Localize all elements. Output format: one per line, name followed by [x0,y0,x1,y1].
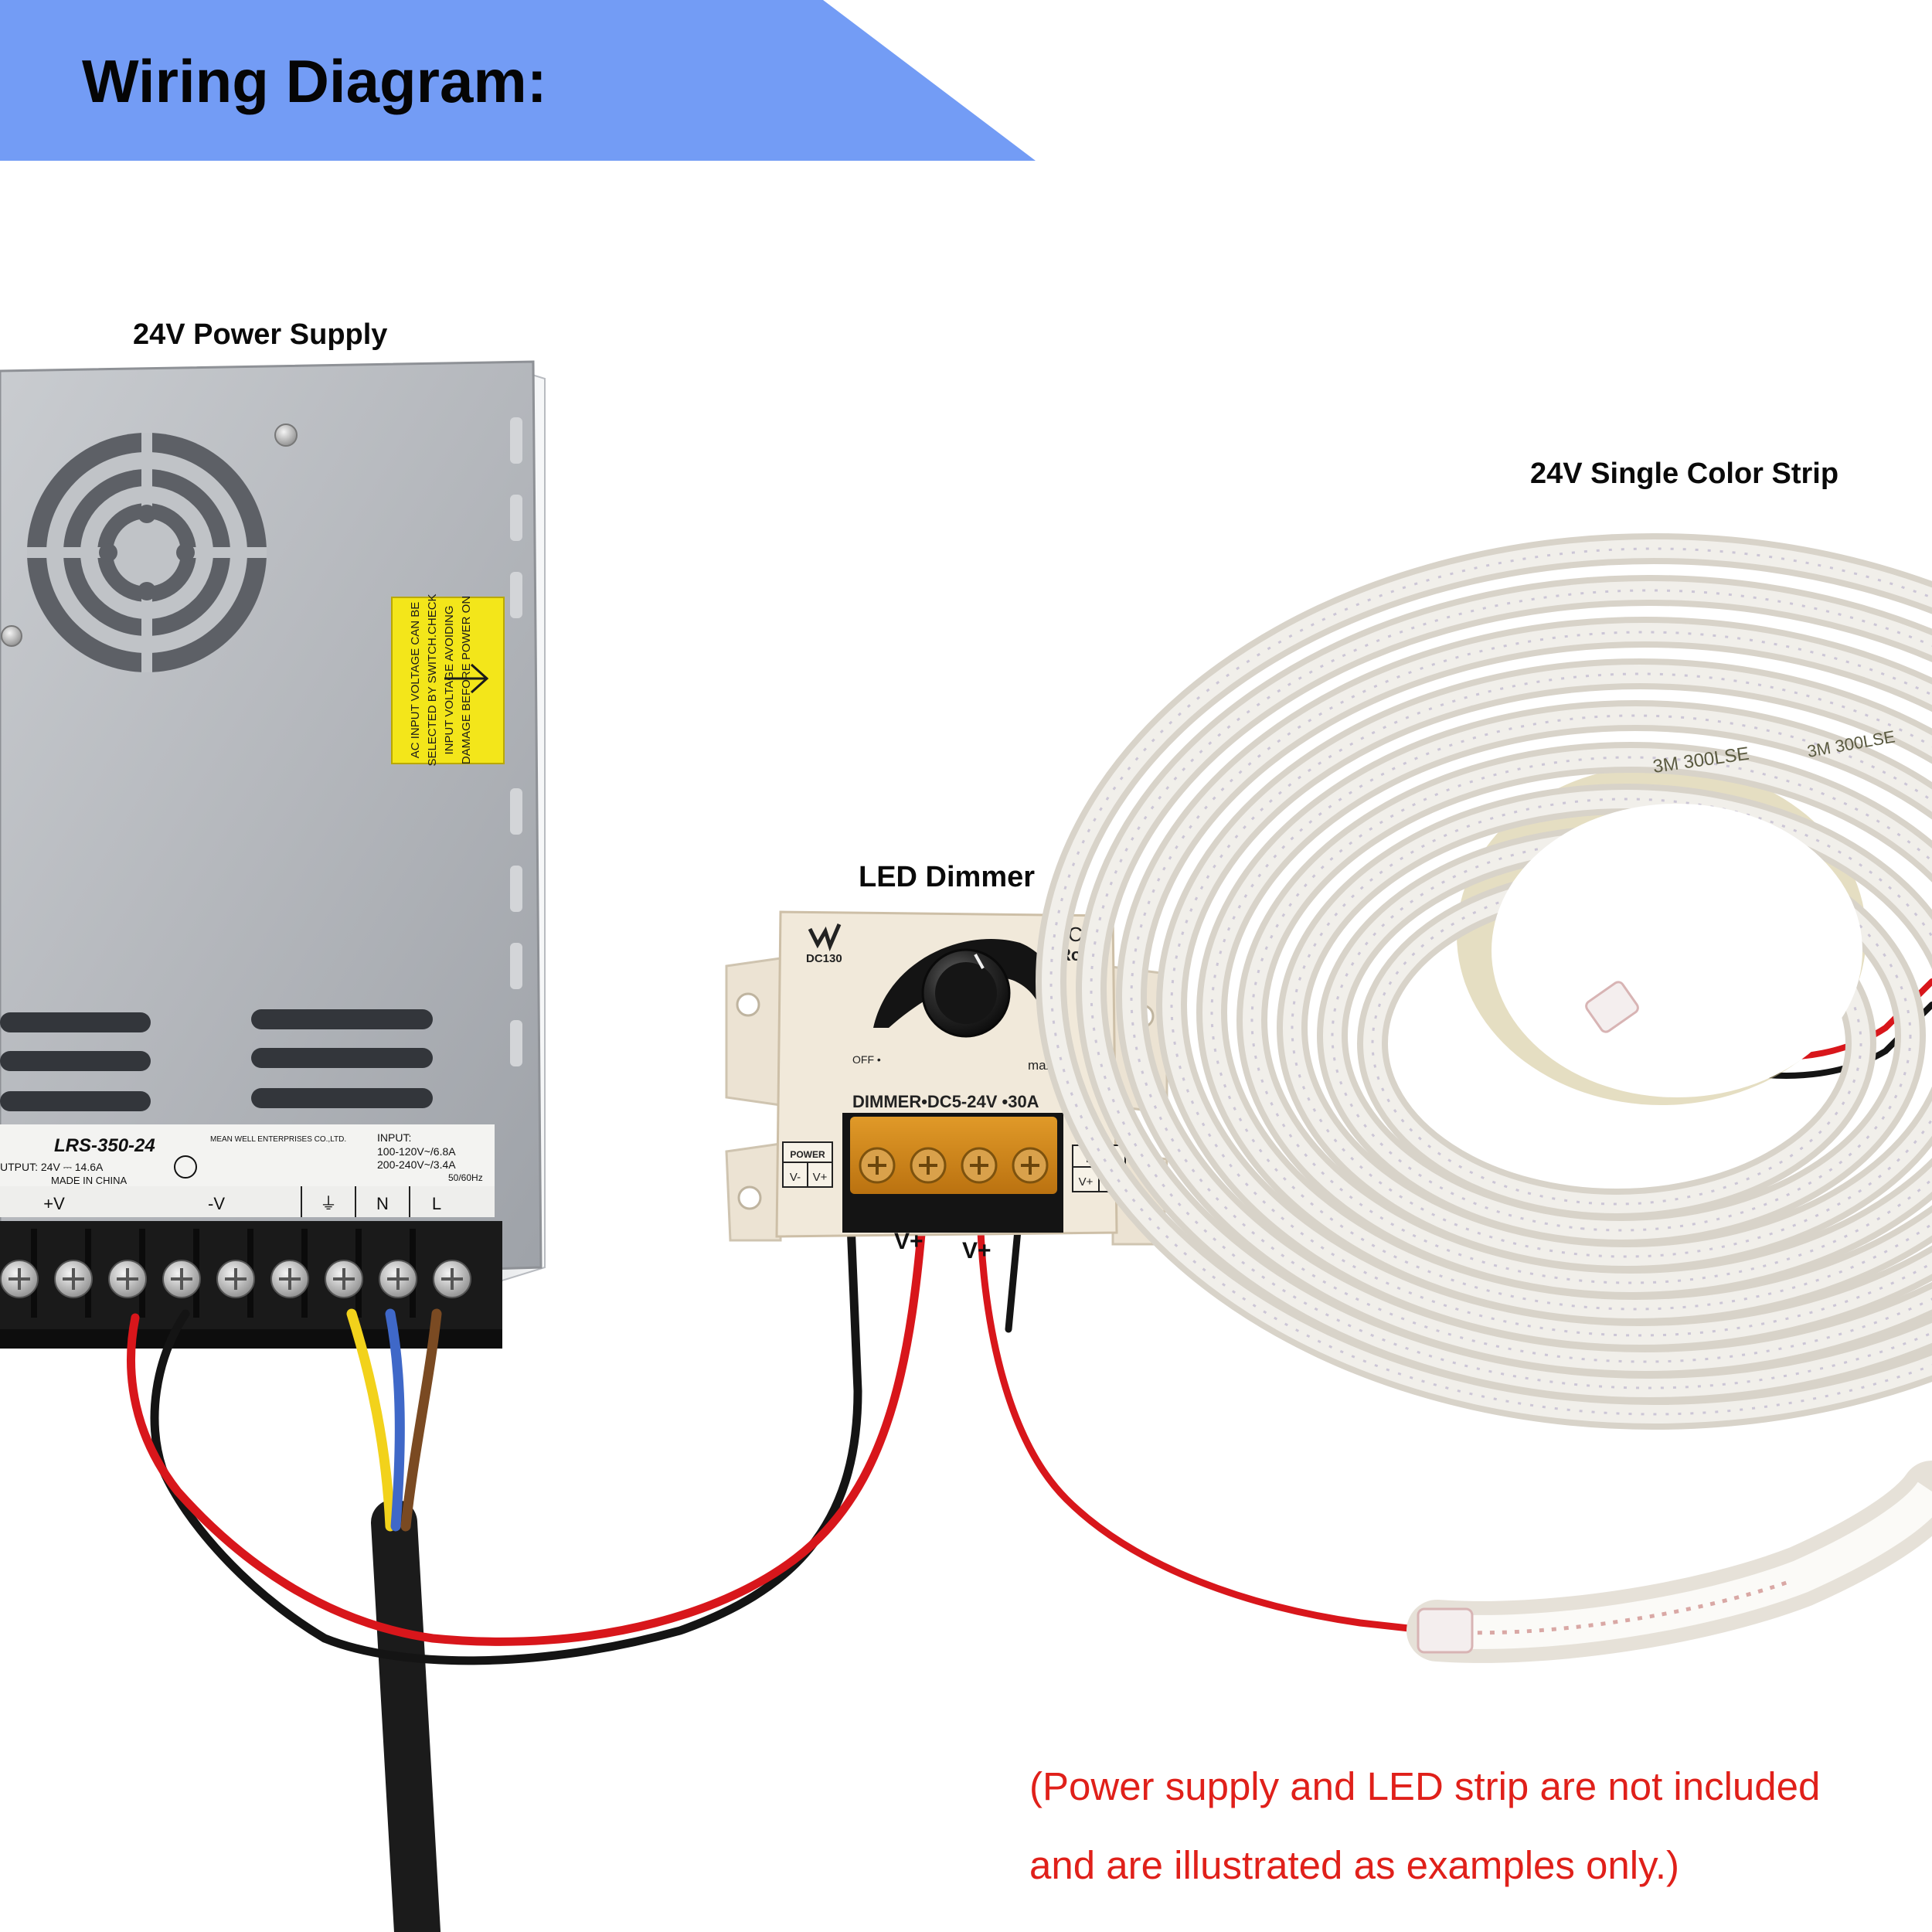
power-pin-plus: V+ [813,1171,828,1184]
terminal-cover [850,1117,1057,1194]
psu-output: UTPUT: 24V ⎓ 14.6A [0,1161,104,1173]
wire-neutral-blue [385,1308,405,1532]
terminal-screw-icon [270,1260,309,1298]
terminal-screw-icon [216,1260,255,1298]
power-supply: AC INPUT VOLTAGE CAN BE SELECTED BY SWIT… [0,360,546,1349]
strip-coil-ring [1036,533,1932,1430]
case-screw-icon [274,423,298,447]
terminal-screw-icon [859,1147,896,1184]
knob-indicator-icon [974,954,985,969]
terminal-label-minus-v: -V [208,1194,225,1213]
warning-line-1: AC INPUT VOLTAGE CAN BE [409,602,422,759]
dimmer-terminal-screws [859,1147,1049,1184]
strip-coil-ring [1236,742,1932,1298]
psu-maker: MEAN WELL ENTERPRISES CO.,LTD. [210,1135,346,1144]
dimmer-knob-cap [935,962,997,1024]
disclaimer-line-2: and are illustrated as examples only.) [1029,1843,1679,1887]
dimmer-label: LED Dimmer [859,861,1036,893]
terminal-screw-icon [162,1260,201,1298]
psu-made-in: MADE IN CHINA [51,1175,128,1186]
fan-grill [27,433,267,672]
mains-cable [371,1499,440,1932]
terminal-screw-icon [108,1260,147,1298]
psu-input-freq: 50/60Hz [448,1172,483,1183]
case-screw-icon [1,625,22,647]
terminal-screw-icon [54,1260,93,1298]
mount-hole-icon [736,992,760,1017]
off-label: OFF • [852,1053,881,1066]
page-title: Wiring Diagram: [82,47,547,115]
strip-coil-ring [1116,617,1932,1377]
terminal-label-n: N [376,1194,389,1213]
led-strip-coil [1036,533,1932,1430]
power-supply-label: 24V Power Supply [133,318,388,351]
warning-line-3: INPUT VOLTAGE AVOIDING [443,605,456,754]
psu-input-line1: 100-120V~/6.8A [377,1145,456,1158]
coil-center [1492,804,1862,1097]
warning-line-2: SELECTED BY SWITCH.CHECK [426,594,439,766]
strip-connector-end [1585,981,1639,1033]
arrow-right-icon [444,663,489,694]
strip-coil-ring [1156,658,1932,1351]
warning-sticker: AC INPUT VOLTAGE CAN BE SELECTED BY SWIT… [391,594,505,767]
mount-hole-icon [737,1185,762,1210]
psu-model: LRS-350-24 [54,1135,155,1156]
psu-side-vents [510,417,522,1066]
psu-input-title: INPUT: [377,1131,411,1144]
brightness-scale-arc [873,938,1063,1028]
power-pin-minus: V- [790,1171,801,1184]
terminal-label-strip: +V -V ⏚ N L [0,1186,495,1217]
dimmer-rating: DIMMER•DC5-24V •30A [852,1092,1039,1111]
terminal-screw-icon [910,1147,947,1184]
terminal-screw-icon [961,1147,998,1184]
terminal-label-plus-v: +V [43,1194,65,1213]
power-title: POWER [790,1149,825,1160]
wire-label-led-positive: V+ [962,1238,992,1264]
disclaimer-line-1: (Power supply and LED strip are not incl… [1029,1764,1821,1808]
certification-icon [174,1155,197,1179]
terminal-screw-icon [325,1260,363,1298]
strip-connector [1417,1607,1474,1654]
led-pin-plus: V+ [1079,1175,1094,1189]
terminal-screw-icon [1012,1147,1049,1184]
dimmer-model: DC130 [806,952,842,965]
psu-spec-label: LRS-350-24 UTPUT: 24V ⎓ 14.6A MADE IN CH… [0,1124,495,1186]
wire-live-brown [400,1308,442,1532]
brand-logo-icon [808,923,842,952]
terminal-label-l: L [432,1194,441,1213]
strip-coil-ring [1076,575,1932,1403]
psu-input-line2: 200-240V~/3.4A [377,1158,456,1171]
wire-positive-red [127,1201,928,1646]
strip-coil-ring [1196,700,1932,1325]
strip-label: 24V Single Color Strip [1530,457,1839,490]
strip-tail-leds [1452,1578,1794,1635]
wire-label-psu-positive: V+ [894,1229,923,1254]
psu-terminal-screws [0,1260,471,1298]
warning-line-4: DAMAGE BEFORE POWER ON [460,596,473,764]
terminal-screw-icon [0,1260,39,1298]
wire-led-positive-red [976,1202,1434,1634]
psu-top-vents [0,1009,433,1111]
wire-ground-yellow [346,1308,396,1532]
ground-icon: ⏚ [320,1194,337,1213]
terminal-screw-icon [379,1260,417,1298]
strip-coil-ring [1277,784,1932,1272]
terminal-screw-icon [433,1260,471,1298]
